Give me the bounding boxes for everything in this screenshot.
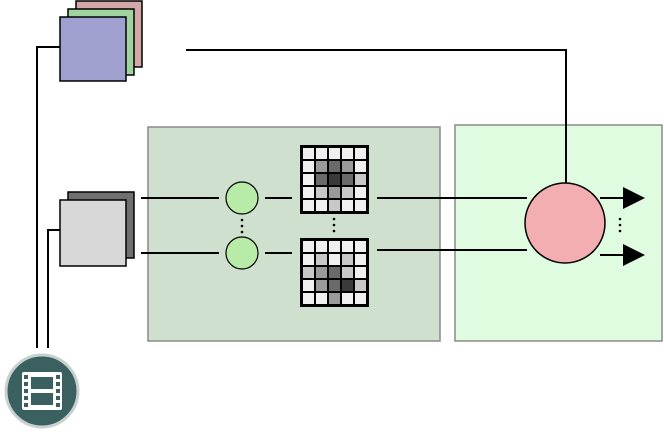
grid-cell	[329, 293, 340, 304]
grid-cell	[355, 267, 366, 278]
grid-cell	[316, 280, 327, 291]
grid-cell	[329, 267, 340, 278]
grid-cell	[342, 254, 353, 265]
grid-cell	[316, 187, 327, 198]
feature-map-bottom	[300, 238, 369, 307]
grid-cell	[303, 187, 314, 198]
fusion-node	[524, 182, 606, 264]
grid-cell	[355, 200, 366, 211]
grid-cell	[355, 254, 366, 265]
feature-extraction-panel	[147, 126, 441, 342]
grid-cell	[329, 161, 340, 172]
grid-cell	[316, 148, 327, 159]
grid-cell	[316, 241, 327, 252]
grid-cell	[316, 254, 327, 265]
grid-cell	[303, 148, 314, 159]
grid-cell	[329, 148, 340, 159]
grid-cell	[316, 161, 327, 172]
grid-cell	[355, 280, 366, 291]
light-frame	[59, 199, 127, 267]
grid-cell	[342, 280, 353, 291]
stacked-grayscale-frames-icon	[59, 191, 135, 267]
grid-cell	[342, 161, 353, 172]
grid-cell	[355, 241, 366, 252]
encoder-node-bottom	[225, 236, 259, 270]
video-to-rgb-line	[36, 46, 60, 348]
grid-cell	[303, 161, 314, 172]
grid-cell	[342, 267, 353, 278]
grid-cell	[355, 148, 366, 159]
grid-cell	[329, 254, 340, 265]
grid-cell	[316, 174, 327, 185]
grid-cell	[355, 187, 366, 198]
connector-lines	[36, 46, 626, 348]
film-strip-icon	[4, 353, 80, 429]
grid-cell	[329, 174, 340, 185]
grid-cell	[342, 241, 353, 252]
grid-cell	[329, 187, 340, 198]
encoder-node-top	[225, 181, 259, 215]
vertical-ellipsis-outputs	[618, 217, 622, 233]
grid-cell	[329, 280, 340, 291]
video-to-gray-line	[47, 229, 60, 348]
grid-cell	[329, 200, 340, 211]
grid-cell	[355, 293, 366, 304]
stacked-rgb-frames-icon	[59, 0, 143, 82]
grid-cell	[316, 200, 327, 211]
grid-cell	[303, 280, 314, 291]
grid-cell	[342, 148, 353, 159]
grid-cell	[355, 161, 366, 172]
rgb-to-fusion-line	[186, 49, 567, 183]
arrow-right-icon	[623, 244, 645, 266]
vertical-ellipsis-maps	[332, 217, 336, 233]
grid-cell	[303, 254, 314, 265]
grid-cell	[303, 241, 314, 252]
grid-cell	[303, 267, 314, 278]
feature-map-top	[300, 145, 369, 214]
arrow-right-icon	[623, 187, 645, 209]
grid-cell	[342, 200, 353, 211]
grid-cell	[329, 241, 340, 252]
blue-frame	[59, 16, 127, 82]
grid-cell	[303, 174, 314, 185]
vertical-ellipsis-nodes	[240, 218, 244, 234]
grid-cell	[316, 267, 327, 278]
grid-cell	[342, 174, 353, 185]
grid-cell	[342, 187, 353, 198]
grid-cell	[303, 200, 314, 211]
grid-cell	[355, 174, 366, 185]
grid-cell	[342, 293, 353, 304]
grid-cell	[316, 293, 327, 304]
grid-cell	[303, 293, 314, 304]
